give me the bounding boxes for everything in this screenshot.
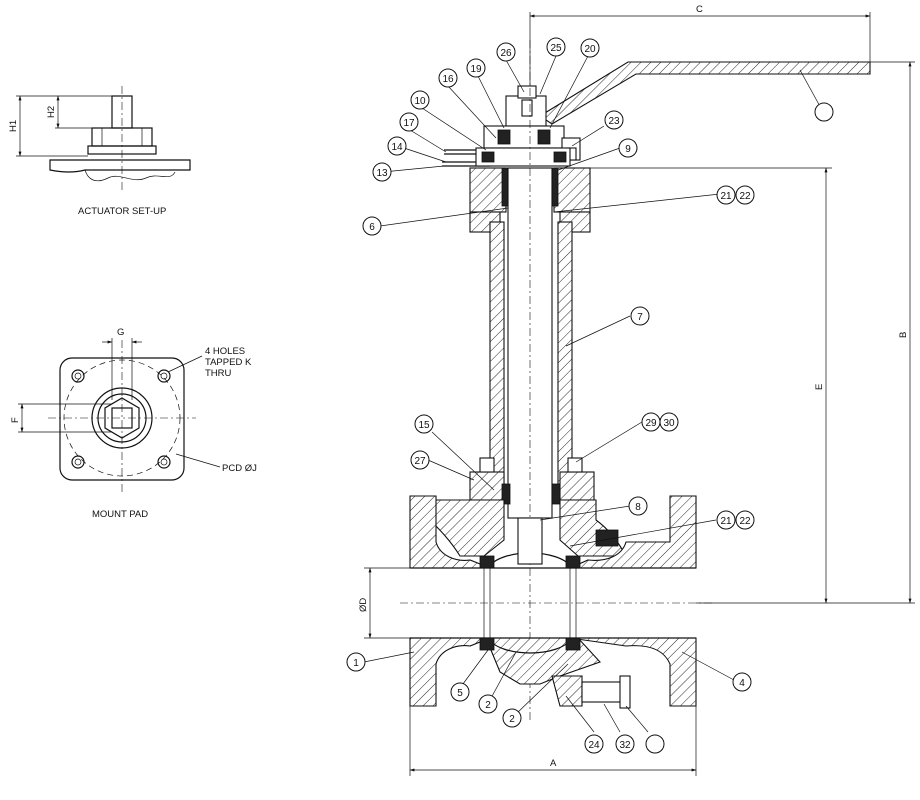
balloon-18: 20 <box>580 38 600 58</box>
dim-f-label: F <box>10 417 21 423</box>
dim-c-label: C <box>696 4 703 15</box>
holes-note-line-3: THRU <box>205 368 232 379</box>
svg-text:24: 24 <box>588 740 600 751</box>
svg-text:10: 10 <box>414 96 426 107</box>
svg-text:32: 32 <box>619 740 631 751</box>
balloon-14: 14 <box>387 136 407 156</box>
actuator-setup-caption: ACTUATOR SET-UP <box>78 206 166 217</box>
dim-h2-label: H2 <box>46 106 57 118</box>
leader-lines <box>363 55 823 733</box>
holes-note-line-2: TAPPED K <box>205 357 252 368</box>
balloon-19: 19 <box>466 58 486 78</box>
svg-text:27: 27 <box>414 456 426 467</box>
dim-d-label: ØD <box>358 598 369 612</box>
balloon-1: 1 <box>346 652 366 672</box>
balloons: 26 25 20 19 16 10 17 14 13 23 9 6 21 22 … <box>346 37 834 754</box>
svg-text:6: 6 <box>369 222 375 233</box>
balloon-8: 8 <box>628 496 648 516</box>
svg-text:22: 22 <box>739 191 751 202</box>
balloon-22-bottom: 22 <box>735 510 755 530</box>
svg-text:19: 19 <box>470 64 482 75</box>
mount-pad-view: G F 4 HOLES TAPPED K THRU PCD ØJ MOUNT P… <box>10 327 257 520</box>
bolt-holes <box>71 369 171 469</box>
svg-text:21: 21 <box>720 516 732 527</box>
holes-note-line-1: 4 HOLES <box>205 346 245 357</box>
svg-text:25: 25 <box>550 43 562 54</box>
dim-a-label: A <box>550 758 557 769</box>
svg-text:2: 2 <box>485 700 491 711</box>
svg-text:1: 1 <box>353 658 359 669</box>
balloon-22-top: 22 <box>735 185 755 205</box>
balloon-4: 4 <box>732 672 752 692</box>
balloon-6: 6 <box>362 216 382 236</box>
balloon-20: 2021 <box>814 102 834 122</box>
dim-b-label: B <box>898 332 909 338</box>
balloon-26: 25 <box>546 37 566 57</box>
balloon-13: 13 <box>372 162 392 182</box>
svg-text:20: 20 <box>584 44 596 55</box>
actuator-setup-view: H1 H2 ACTUATOR SET-UP <box>8 86 191 217</box>
balloon-2-upper: 2 <box>478 694 498 714</box>
balloon-9: 9 <box>618 138 638 158</box>
svg-text:14: 14 <box>391 142 403 153</box>
svg-text:30: 30 <box>663 418 675 429</box>
balloon-31: 30 <box>659 412 679 432</box>
balloon-10: 10 <box>410 90 430 110</box>
balloon-24: 24 <box>584 734 604 754</box>
balloon-2-lower: 2 <box>502 708 522 728</box>
svg-text:4: 4 <box>739 678 745 689</box>
svg-text:5: 5 <box>457 688 463 699</box>
svg-text:2: 2 <box>509 714 515 725</box>
balloon-21-bottom: 21 <box>716 510 736 530</box>
balloon-5: 5 <box>450 682 470 702</box>
svg-text:23: 23 <box>608 116 620 127</box>
balloon-23: 23 <box>604 110 624 130</box>
balloon-27: 26 <box>496 42 516 62</box>
pcd-note: PCD ØJ <box>222 463 257 474</box>
balloon-25: 2526 <box>645 734 665 754</box>
svg-text:9: 9 <box>625 144 631 155</box>
dim-g-label: G <box>117 327 124 338</box>
svg-text:29: 29 <box>645 418 657 429</box>
balloon-30: 29 <box>641 412 661 432</box>
balloon-17: 17 <box>399 112 419 132</box>
balloon-29: 27 <box>410 450 430 470</box>
balloon-32: 32 <box>615 734 635 754</box>
svg-text:15: 15 <box>418 420 430 431</box>
svg-text:21: 21 <box>720 191 732 202</box>
svg-text:16: 16 <box>442 74 454 85</box>
svg-text:22: 22 <box>739 516 751 527</box>
balloon-16: 16 <box>438 68 458 88</box>
dim-e-label: E <box>814 384 825 390</box>
balloon-15: 15 <box>414 414 434 434</box>
balloon-7: 7 <box>630 306 650 326</box>
valve-section-view: C B E ØD A <box>358 4 915 776</box>
svg-text:8: 8 <box>635 502 641 513</box>
dim-h1-label: H1 <box>8 120 19 132</box>
svg-text:7: 7 <box>637 312 643 323</box>
mount-pad-caption: MOUNT PAD <box>92 509 148 520</box>
svg-text:26: 26 <box>500 48 512 59</box>
svg-text:13: 13 <box>376 168 388 179</box>
balloon-21-top: 21 <box>716 185 736 205</box>
svg-text:17: 17 <box>403 118 415 129</box>
